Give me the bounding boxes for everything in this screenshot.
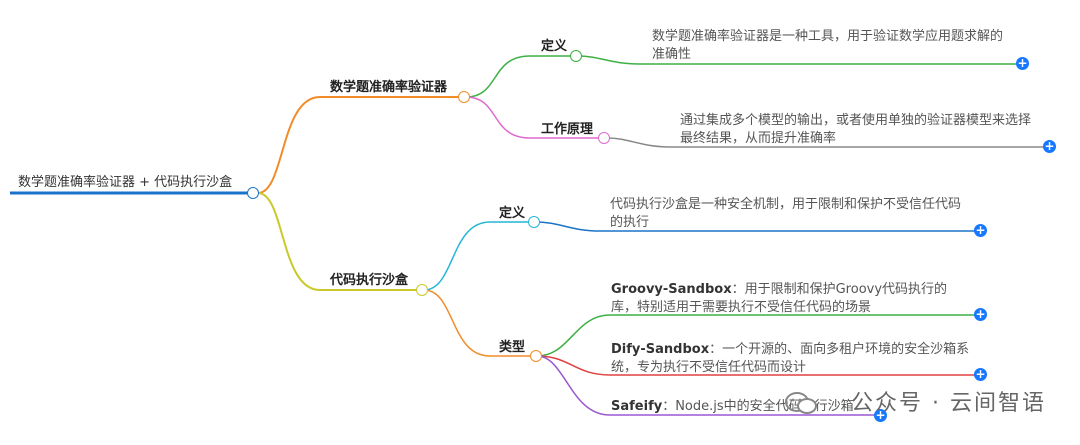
link-root-branch2 <box>257 192 421 291</box>
expand-button-working-principle[interactable]: + <box>1043 139 1056 153</box>
root-node[interactable]: 数学题准确率验证器 + 代码执行沙盒 <box>18 174 232 192</box>
leaf-dify-sandbox-name: Dify-Sandbox <box>611 342 710 357</box>
expand-button-definition-2[interactable]: + <box>974 223 987 237</box>
branch-code-sandbox[interactable]: 代码执行沙盒 <box>330 272 408 290</box>
link-def1-leaf <box>577 55 1020 65</box>
leaf-dify-sandbox-text: ：一个开源的、面向多租户环境的安全沙箱系统，专为执行不受信任代码而设计 <box>611 342 970 375</box>
node-types[interactable]: 类型 <box>499 339 525 357</box>
node-types-label: 类型 <box>499 340 526 355</box>
node-definition-2[interactable]: 定义 <box>499 205 525 223</box>
leaf-dify-sandbox: Dify-Sandbox：一个开源的、面向多租户环境的安全沙箱系统，专为执行不受… <box>611 341 971 377</box>
link-def2-leaf <box>535 221 978 232</box>
leaf-definition-2: 代码执行沙盒是一种安全机制，用于限制和保护不受信任代码的执行 <box>610 196 970 232</box>
link-type-groovy <box>536 314 980 357</box>
leaf-definition-1: 数学题准确率验证器是一种工具，用于验证数学应用题求解的准确性 <box>652 28 1012 64</box>
node-working-principle-label: 工作原理 <box>541 122 594 137</box>
leaf-working-principle-text: 通过集成多个模型的输出，或者使用单独的验证器模型来选择最终结果，从而提升准确率 <box>680 113 1032 146</box>
branch-math-verifier-toggle[interactable] <box>458 91 470 103</box>
expand-button-groovy-sandbox[interactable]: + <box>974 307 987 321</box>
link-type-safeify <box>536 355 880 416</box>
node-definition-2-label: 定义 <box>499 206 526 221</box>
node-working-principle-toggle[interactable] <box>598 132 610 144</box>
branch-code-sandbox-toggle[interactable] <box>416 284 428 296</box>
node-definition-2-toggle[interactable] <box>528 216 540 228</box>
node-definition-1-label: 定义 <box>541 39 568 54</box>
link-branch1-work <box>465 96 604 139</box>
expand-button-dify-sandbox[interactable]: + <box>974 367 987 381</box>
root-label: 数学题准确率验证器 + 代码执行沙盒 <box>18 175 233 190</box>
node-working-principle[interactable]: 工作原理 <box>541 121 593 139</box>
node-types-toggle[interactable] <box>530 350 542 362</box>
link-work-leaf <box>606 137 1048 148</box>
leaf-groovy-sandbox: Groovy-Sandbox：用于限制和保护Groovy代码执行的库，特别适用于… <box>611 281 966 317</box>
leaf-definition-2-text: 代码执行沙盒是一种安全机制，用于限制和保护不受信任代码的执行 <box>610 197 962 230</box>
root-collapse-toggle[interactable] <box>247 187 259 199</box>
leaf-safeify: Safeify：Node.js中的安全代码执行沙箱 <box>611 398 891 416</box>
link-branch2-def <box>423 221 533 291</box>
leaf-safeify-name: Safeify <box>611 399 663 414</box>
node-definition-1[interactable]: 定义 <box>541 38 567 56</box>
link-branch1-def <box>465 55 575 98</box>
leaf-safeify-text: ：Node.js中的安全代码执行沙箱 <box>662 399 854 414</box>
node-definition-1-toggle[interactable] <box>570 50 582 62</box>
leaf-definition-1-text: 数学题准确率验证器是一种工具，用于验证数学应用题求解的准确性 <box>652 29 1004 62</box>
expand-button-safeify[interactable]: + <box>874 408 887 422</box>
expand-button-definition-1[interactable]: + <box>1016 56 1029 70</box>
leaf-groovy-sandbox-text: ：用于限制和保护Groovy代码执行的库，特别适用于需要执行不受信任代码的场景 <box>611 282 948 315</box>
branch-math-verifier-label: 数学题准确率验证器 <box>330 80 448 95</box>
wechat-icon <box>785 392 817 414</box>
branch-code-sandbox-label: 代码执行沙盒 <box>330 273 409 288</box>
watermark-text: 公众号 · 云间智语 <box>851 391 1046 416</box>
leaf-working-principle: 通过集成多个模型的输出，或者使用单独的验证器模型来选择最终结果，从而提升准确率 <box>680 112 1040 148</box>
leaf-groovy-sandbox-name: Groovy-Sandbox <box>611 282 732 297</box>
link-type-dify <box>536 355 980 376</box>
link-root-branch1 <box>257 96 463 194</box>
branch-math-verifier[interactable]: 数学题准确率验证器 <box>330 79 447 97</box>
link-branch2-type <box>423 289 534 357</box>
